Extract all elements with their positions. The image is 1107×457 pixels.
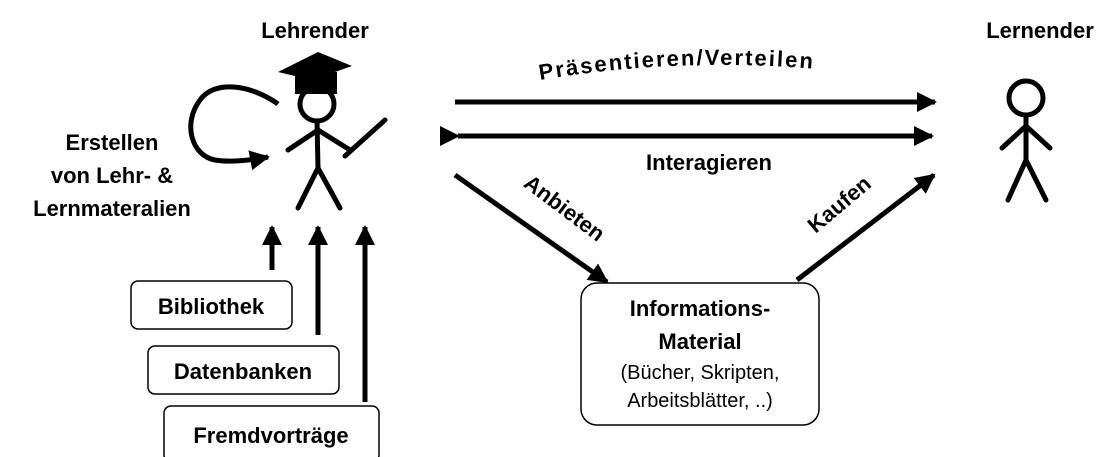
material-examples-line1: (Bücher, Skripten, <box>621 362 780 384</box>
create-label-line2: von Lehr- & <box>51 163 173 188</box>
learner-left-leg <box>1005 157 1029 203</box>
create-label-line1: Erstellen <box>66 130 159 155</box>
create-loop-arrow <box>188 84 280 171</box>
library-label: Bibliothek <box>158 294 265 319</box>
present-label-path: Präsentieren/Verteilen <box>537 45 814 85</box>
learner-figure <box>999 78 1053 203</box>
mortarboard-top-icon <box>278 52 352 80</box>
teacher-left-arm <box>285 127 321 153</box>
databases-box <box>147 345 340 395</box>
learner-right-leg <box>1023 157 1049 203</box>
create-label-line3: Lernmateralien <box>33 196 191 221</box>
material-box <box>580 282 820 426</box>
material-examples-line2: Arbeitsblätter, ..) <box>627 390 773 412</box>
material-title-line2: Material <box>658 329 741 354</box>
library-box <box>130 280 293 330</box>
learner-head <box>1006 78 1046 118</box>
learner-title: Lernender <box>986 18 1094 43</box>
databases-label: Datenbanken <box>174 359 312 384</box>
learner-right-arm <box>1023 123 1053 151</box>
teacher-right-leg <box>315 165 343 211</box>
lectures-box <box>163 405 380 457</box>
offer-label: Anbieten <box>519 170 609 247</box>
teacher-figure <box>278 52 388 211</box>
present-label: Präsentieren/Verteilen <box>537 45 816 85</box>
offer-arrow <box>453 172 609 285</box>
teacher-left-leg <box>295 165 321 211</box>
teacher-title: Lehrender <box>261 18 369 43</box>
teacher-right-arm <box>315 127 353 153</box>
lectures-label: Fremdvorträge <box>193 423 348 448</box>
teacher-pointer-stick <box>342 117 388 159</box>
interact-label: Interagieren <box>646 150 772 175</box>
material-title-line1: Informations- <box>630 296 771 321</box>
buy-arrow <box>795 173 936 282</box>
learner-left-arm <box>999 123 1029 151</box>
